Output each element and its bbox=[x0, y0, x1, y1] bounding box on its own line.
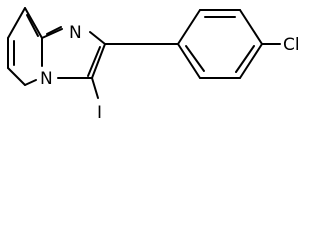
bond-c6-c5 bbox=[7, 67, 26, 86]
bond-c8a-n1 bbox=[41, 28, 63, 39]
atom-label-chlorine: Cl bbox=[283, 35, 300, 55]
double-bond-c8-c8a bbox=[26, 14, 39, 37]
imidazole-ring bbox=[41, 26, 106, 79]
chemical-structure: N N I Cl bbox=[7, 7, 300, 123]
chlorophenyl-ring bbox=[177, 9, 263, 79]
bond-n1-c2 bbox=[89, 31, 106, 45]
bond-c2-c3 bbox=[91, 43, 106, 79]
bond-c8a-c8 bbox=[24, 7, 43, 39]
bond-ar6-ar1 bbox=[177, 43, 201, 79]
double-bond-ar6-ar1 bbox=[185, 45, 205, 72]
double-bond-c8a-n1 bbox=[46, 26, 62, 35]
atom-label-n4: N bbox=[40, 69, 53, 89]
bond-ar4-ar5 bbox=[239, 43, 263, 79]
pyridine-ring bbox=[7, 7, 43, 86]
double-bond-ar4-ar5 bbox=[235, 45, 255, 73]
bond-c8-c7 bbox=[7, 7, 26, 39]
bond-ar1-ar2 bbox=[177, 9, 201, 45]
atom-label-iodine: I bbox=[97, 103, 102, 123]
bond-c5-n4 bbox=[24, 79, 37, 86]
double-bond-c2-c3 bbox=[87, 46, 101, 77]
bond-c3-i bbox=[91, 77, 99, 99]
bond-ar3-ar4 bbox=[239, 9, 263, 45]
atom-label-n1: N bbox=[69, 23, 82, 43]
